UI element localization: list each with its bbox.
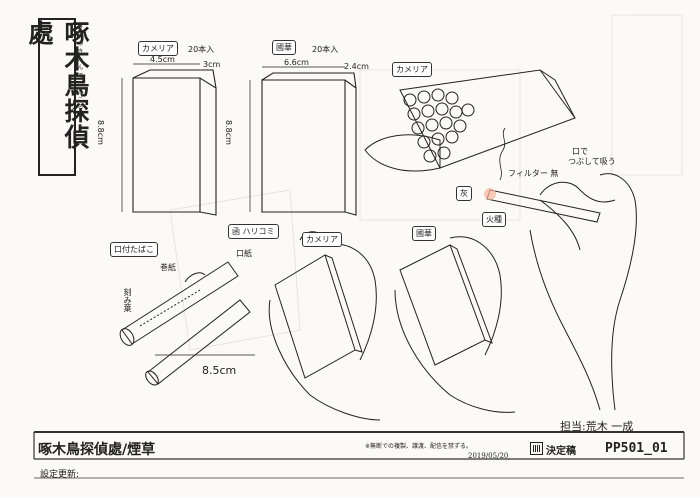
copyright-notice: ※無断での複製、譲渡、配信を禁ずる。	[365, 443, 473, 450]
footer-code: PP501_01	[605, 441, 668, 456]
studio-seal-icon	[530, 442, 543, 455]
ash-mark: 灰	[456, 186, 472, 201]
box-title: 函 ハリコミ	[228, 224, 279, 239]
mouth-note-2: つぶして吸う	[568, 157, 616, 166]
shikishima-height: 8.8cm	[224, 120, 233, 145]
mouthpiece-title: 口付たばこ	[110, 242, 158, 257]
mouth-note: 口で	[572, 147, 588, 156]
open-pack-drawing	[364, 69, 576, 172]
camellia-box-label: カメリア	[138, 41, 178, 56]
mouthpiece-cigarette-drawing	[119, 261, 255, 386]
camellia-count: 20本入	[188, 45, 215, 54]
mouthpiece-paper-top: 口紙	[236, 249, 252, 258]
cigarette-ends	[403, 88, 475, 163]
footer-title: 啄木鳥探偵處/煙草	[38, 442, 156, 458]
camellia-depth: 3cm	[203, 60, 221, 69]
shikishima-box-drawing	[249, 66, 357, 216]
footer-date: 2019/05/20	[468, 452, 509, 460]
hand-shikishima-label: 國華	[412, 226, 436, 241]
ember-mark: 火種	[482, 212, 506, 227]
cigarette-length: 8.5cm	[202, 364, 237, 377]
sheet-title: 啄木鳥探偵處	[25, 20, 90, 150]
update-label: 設定更新:	[40, 470, 80, 480]
camellia-width: 4.5cm	[150, 55, 175, 64]
shikishima-width: 6.6cm	[284, 58, 309, 67]
mouthpiece-paper-side: 巻紙	[160, 263, 176, 272]
smoking-hand-drawing	[484, 127, 637, 411]
staff-credit: 担当:荒木 一成	[560, 420, 634, 433]
title-ruby: きつつきたんていどころ	[76, 24, 83, 112]
camellia-pack-label: カメリア	[392, 62, 432, 77]
hand-with-camellia-drawing	[268, 231, 381, 421]
mouthpiece-leaf: 刻み葉	[123, 288, 132, 312]
shikishima-depth: 2.4cm	[344, 62, 369, 71]
camellia-height: 8.8cm	[96, 120, 105, 145]
hand-camellia-label: カメリア	[302, 232, 342, 247]
shikishima-count: 20本入	[312, 45, 339, 54]
camellia-box-drawing	[121, 63, 217, 216]
footer-status: 決定稿	[546, 446, 576, 457]
footer-frame	[33, 431, 685, 479]
hand-with-shikishima-drawing	[394, 236, 516, 413]
title-box: 啄木鳥探偵處	[25, 18, 90, 176]
lit-note: フィルター 無	[508, 169, 559, 178]
shikishima-box-label: 國華	[272, 40, 296, 55]
